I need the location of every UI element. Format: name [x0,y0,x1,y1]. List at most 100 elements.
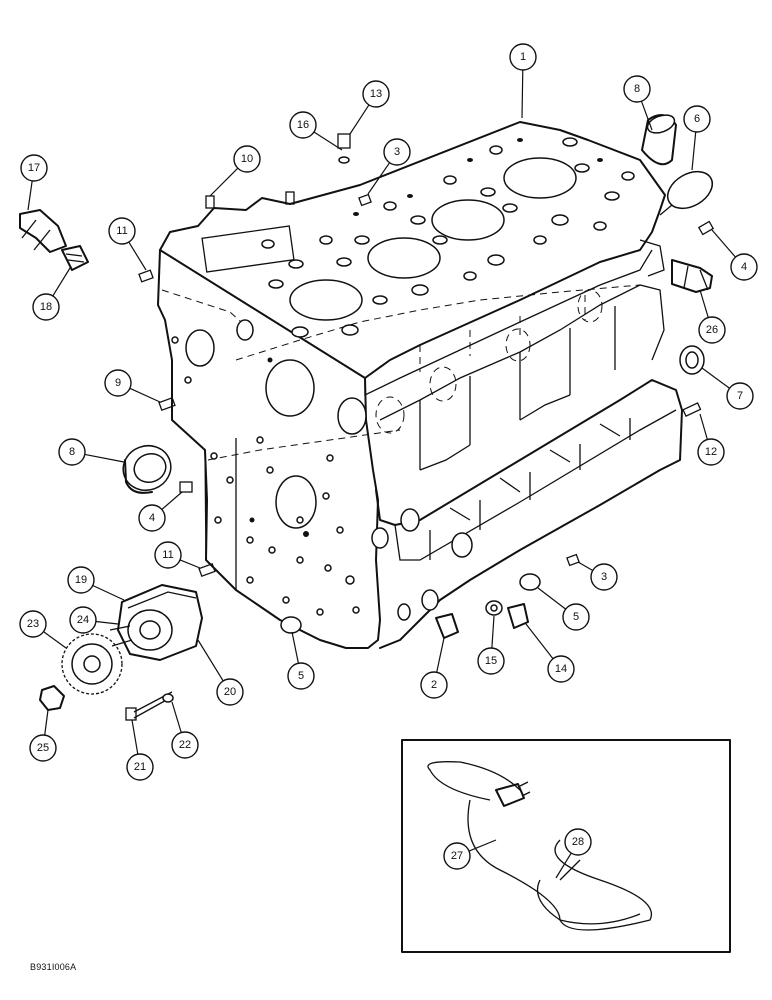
callout-24: 24 [69,606,97,634]
callout-3: 3 [383,138,411,166]
callout-label: 6 [694,113,700,125]
callout-circle [289,111,317,139]
callout-15: 15 [477,647,505,675]
leader-line [699,289,709,318]
leader-line [95,620,119,625]
callout-circle [32,293,60,321]
callout-circle [287,662,315,690]
callout-circle [58,438,86,466]
callout-12: 12 [697,438,725,466]
hidden-lines [161,284,641,461]
callout-label: 16 [297,119,309,131]
leader-line [491,615,495,649]
callout-4: 4 [138,504,166,532]
callout-label: 22 [179,739,191,751]
callout-26: 26 [698,316,726,344]
callout-8: 8 [58,438,86,466]
callout-label: 1 [520,51,526,63]
callout-circle [362,80,390,108]
callout-20: 20 [216,678,244,706]
front-face-holes [171,319,473,621]
callout-circle [233,145,261,173]
injection-pump [39,584,203,721]
callout-circle [590,563,618,591]
leader-line [577,561,594,572]
callout-circle [730,253,758,281]
callout-circle [108,217,136,245]
callout-circle [443,842,471,870]
callout-18: 18 [32,293,60,321]
callout-5: 5 [562,603,590,631]
callout-circle [697,438,725,466]
leader-lines [27,69,736,879]
callout-label: 3 [601,571,607,583]
leader-line [179,559,201,569]
callout-label: 3 [394,146,400,158]
leader-line [128,241,147,271]
leader-line [209,167,239,197]
callout-11: 11 [108,217,136,245]
callout-label: 25 [37,742,49,754]
callout-label: 27 [451,850,463,862]
leader-line [436,637,445,673]
callout-label: 5 [573,611,579,623]
callout-circle [216,678,244,706]
callout-label: 4 [149,512,155,524]
leader-line [52,267,71,297]
leader-line [699,413,708,440]
callout-circle [383,138,411,166]
callout-16: 16 [289,111,317,139]
callout-circle [562,603,590,631]
callout-label: 19 [75,574,87,586]
leader-line [27,180,33,211]
leader-line [711,229,736,258]
callout-14: 14 [547,655,575,683]
callout-7: 7 [726,382,754,410]
callout-label: 7 [737,390,743,402]
callout-label: 12 [705,446,717,458]
callout-circle [623,75,651,103]
callout-label: 9 [115,377,121,389]
loose-parts [19,114,715,639]
callout-label: 8 [69,446,75,458]
leader-line [84,453,125,463]
callout-circle [154,541,182,569]
callout-25: 25 [29,734,57,762]
leader-line [43,631,67,649]
callout-label: 11 [162,549,173,561]
callout-label: 23 [27,618,39,630]
callout-22: 22 [171,731,199,759]
callout-label: 26 [706,324,718,336]
leader-line [171,701,182,733]
figure-code: B931I006A [30,962,77,972]
callout-8: 8 [623,75,651,103]
callout-1: 1 [509,43,537,71]
callout-28: 28 [564,828,592,856]
callout-circle [29,734,57,762]
callout-circle [69,606,97,634]
leader-line [691,131,697,171]
callout-27: 27 [443,842,471,870]
callout-label: 8 [634,83,640,95]
callout-circle [683,105,711,133]
leader-line [131,719,139,755]
callout-3: 3 [590,563,618,591]
callout-circle [564,828,592,856]
callout-label: 28 [572,836,584,848]
leader-line [367,162,391,195]
callout-circle [126,753,154,781]
callout-2: 2 [420,671,448,699]
callout-23: 23 [19,610,47,638]
leader-line [291,631,299,664]
callout-21: 21 [126,753,154,781]
leader-line [44,709,49,736]
callout-label: 14 [555,663,567,675]
callout-circle [698,316,726,344]
leader-line [701,367,730,389]
callout-circle [509,43,537,71]
leader-line [521,69,524,119]
callout-13: 13 [362,80,390,108]
cylinder-bores [289,157,577,321]
